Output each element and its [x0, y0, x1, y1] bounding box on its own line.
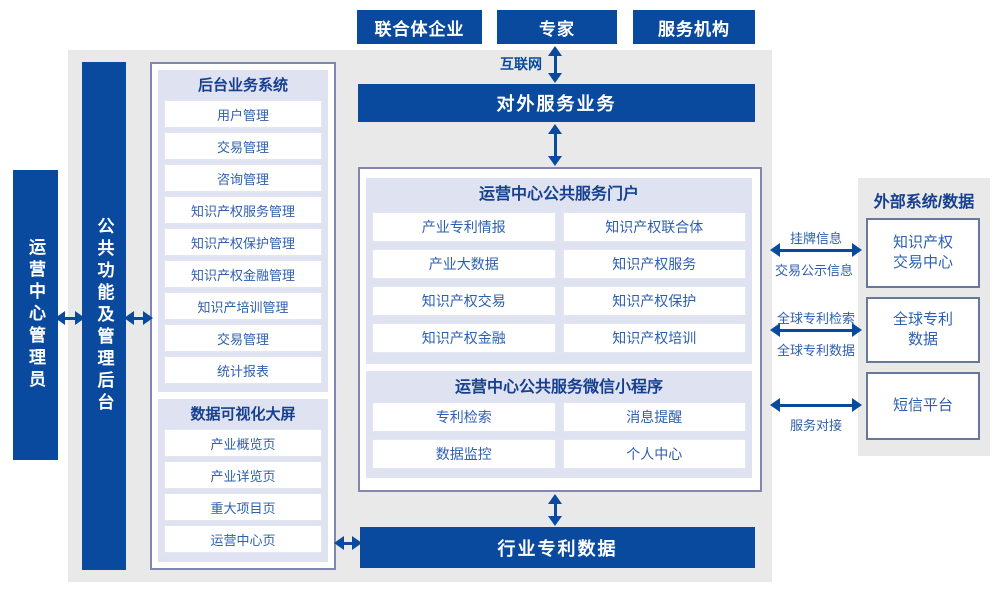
portal-group: 运营中心公共服务门户 产业专利情报 知识产权联合体 产业大数据 知识产权服务 知… — [366, 178, 752, 364]
dashboard-item: 运营中心页 — [164, 525, 322, 553]
backend-item: 知识产权金融管理 — [164, 260, 322, 288]
miniprogram-item: 专利检索 — [372, 402, 556, 432]
external-system-label: 短信平台 — [892, 396, 953, 414]
double-arrow-backend-column — [124, 310, 153, 326]
industry-patent-data-bar: 行业专利数据 — [360, 527, 755, 568]
portal-item: 知识产权培训 — [562, 323, 746, 353]
arrow-shaft — [553, 131, 557, 159]
external-system-label: 全球专利数据 — [892, 310, 953, 348]
double-arrow-sms — [770, 397, 862, 413]
dashboard-item: 重大项目页 — [164, 493, 322, 521]
arrow-shaft — [553, 501, 557, 519]
double-arrow-service-portal — [547, 124, 563, 166]
miniprogram-item: 消息提醒 — [562, 402, 746, 432]
label-service-connect: 服务对接 — [789, 418, 842, 433]
backend-item: 知识产权服务管理 — [164, 196, 322, 224]
dashboard-item: 产业概览页 — [164, 429, 322, 457]
dashboard-title: 数据可视化大屏 — [190, 406, 296, 423]
actor-label: 专家 — [539, 19, 575, 39]
portal-item: 知识产权保护 — [562, 286, 746, 316]
operation-center-box: 运营中心公共服务门户 产业专利情报 知识产权联合体 产业大数据 知识产权服务 知… — [358, 167, 762, 492]
portal-item: 知识产权联合体 — [562, 212, 746, 242]
backend-item: 交易管理 — [164, 324, 322, 352]
portal-item: 产业大数据 — [372, 249, 556, 279]
actor-consortium-enterprise: 联合体企业 — [357, 10, 482, 44]
actor-service-agency: 服务机构 — [633, 10, 755, 44]
label-trade-publicity: 交易公示信息 — [774, 263, 853, 278]
backend-system-items: 用户管理 交易管理 咨询管理 知识产权服务管理 知识产权保护管理 知识产权金融管… — [158, 96, 328, 384]
external-systems-title: 外部系统/数据 — [873, 194, 975, 211]
double-arrow-column-patentdata — [334, 535, 362, 551]
miniprogram-title: 运营中心公共服务微信小程序 — [454, 379, 663, 396]
arrow-shaft — [62, 316, 78, 320]
external-system-label: 知识产权交易中心 — [892, 233, 953, 271]
external-system-global-patent: 全球专利数据 — [866, 297, 980, 363]
external-system-sms: 短信平台 — [866, 372, 980, 440]
arrow-shaft — [341, 541, 355, 545]
actor-label: 服务机构 — [658, 19, 730, 39]
backend-system-group: 后台业务系统 用户管理 交易管理 咨询管理 知识产权服务管理 知识产权保护管理 … — [158, 70, 328, 392]
bar-label: 对外服务业务 — [496, 94, 617, 114]
internet-label: 互联网 — [500, 56, 542, 72]
dashboard-group: 数据可视化大屏 产业概览页 产业详览页 重大项目页 运营中心页 — [158, 399, 328, 562]
backend-item: 知识产培训管理 — [164, 292, 322, 320]
backend-item: 咨询管理 — [164, 164, 322, 192]
backend-item: 用户管理 — [164, 100, 322, 128]
vertical-label: 运营中心管理员 — [26, 238, 45, 392]
bar-label: 行业专利数据 — [497, 538, 618, 559]
label-listing-info: 挂牌信息 — [789, 231, 842, 246]
arrow-shaft — [777, 328, 855, 332]
label-global-patent-data: 全球专利数据 — [776, 343, 855, 358]
backend-column-box: 后台业务系统 用户管理 交易管理 咨询管理 知识产权服务管理 知识产权保护管理 … — [150, 62, 336, 570]
external-system-ip-exchange: 知识产权交易中心 — [866, 218, 980, 288]
dashboard-items: 产业概览页 产业详览页 重大项目页 运营中心页 — [158, 425, 328, 553]
double-arrow-internet — [547, 46, 563, 83]
portal-item: 产业专利情报 — [372, 212, 556, 242]
double-arrow-admin-backend — [55, 310, 85, 326]
arrow-shaft — [131, 316, 146, 320]
miniprogram-group: 运营中心公共服务微信小程序 专利检索 消息提醒 数据监控 个人中心 — [366, 371, 752, 478]
miniprogram-item: 个人中心 — [562, 439, 746, 469]
backend-item: 统计报表 — [164, 356, 322, 384]
backend-item: 知识产权保护管理 — [164, 228, 322, 256]
double-arrow-global-patent — [770, 322, 862, 338]
vertical-label: 公共功能及管理后台 — [94, 217, 114, 415]
portal-title: 运营中心公共服务门户 — [478, 186, 639, 203]
double-arrow-ip-exchange — [770, 242, 862, 258]
external-service-bar: 对外服务业务 — [358, 84, 755, 122]
backend-system-title: 后台业务系统 — [197, 77, 288, 94]
label-global-patent-search: 全球专利检索 — [776, 311, 855, 326]
dashboard-item: 产业详览页 — [164, 461, 322, 489]
arrow-shaft — [553, 53, 557, 76]
backend-item: 交易管理 — [164, 132, 322, 160]
portal-items: 产业专利情报 知识产权联合体 产业大数据 知识产权服务 知识产权交易 知识产权保… — [372, 212, 746, 353]
arrow-shaft — [777, 248, 855, 252]
actor-expert: 专家 — [497, 10, 617, 44]
operation-admin-box: 运营中心管理员 — [13, 170, 58, 460]
portal-item: 知识产权金融 — [372, 323, 556, 353]
portal-item: 知识产权交易 — [372, 286, 556, 316]
miniprogram-items: 专利检索 消息提醒 数据监控 个人中心 — [372, 402, 746, 469]
public-function-backend-bar: 公共功能及管理后台 — [82, 62, 126, 570]
actor-label: 联合体企业 — [374, 19, 465, 39]
double-arrow-portal-data — [547, 494, 563, 526]
arrow-shaft — [777, 403, 855, 407]
portal-item: 知识产权服务 — [562, 249, 746, 279]
miniprogram-item: 数据监控 — [372, 439, 556, 469]
